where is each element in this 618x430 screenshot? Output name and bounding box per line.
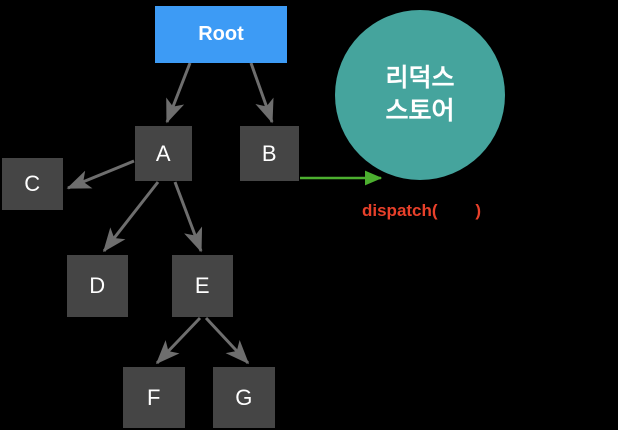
node-g[interactable]: G — [213, 367, 275, 428]
edge-e-f — [155, 316, 202, 365]
node-b[interactable]: B — [240, 126, 299, 181]
redux-store-circle[interactable]: 리덕스 스토어 — [335, 10, 505, 180]
node-g-label: G — [235, 384, 253, 410]
node-f-label: F — [147, 384, 161, 410]
edge-a-e — [173, 181, 203, 253]
node-c-label: C — [24, 171, 41, 196]
node-d[interactable]: D — [67, 255, 128, 317]
edge-a-d — [102, 181, 160, 253]
store-label-line2: 스토어 — [385, 97, 455, 125]
node-f[interactable]: F — [123, 367, 185, 428]
node-e[interactable]: E — [172, 255, 233, 317]
node-root[interactable]: Root — [155, 6, 287, 63]
node-b-label: B — [261, 140, 278, 166]
dispatch-label: dispatch( ) — [362, 201, 482, 220]
edge-root-a — [165, 62, 192, 124]
node-a-label: A — [155, 140, 172, 166]
node-e-label: E — [194, 273, 211, 298]
edge-a-c — [66, 159, 135, 190]
edge-root-b — [249, 62, 274, 124]
edge-e-g — [204, 316, 250, 365]
node-a[interactable]: A — [135, 126, 192, 181]
node-d-label: D — [89, 273, 106, 298]
node-c[interactable]: C — [2, 158, 63, 210]
node-root-label: Root — [198, 23, 244, 45]
store-label-line1: 리덕스 — [385, 64, 455, 92]
